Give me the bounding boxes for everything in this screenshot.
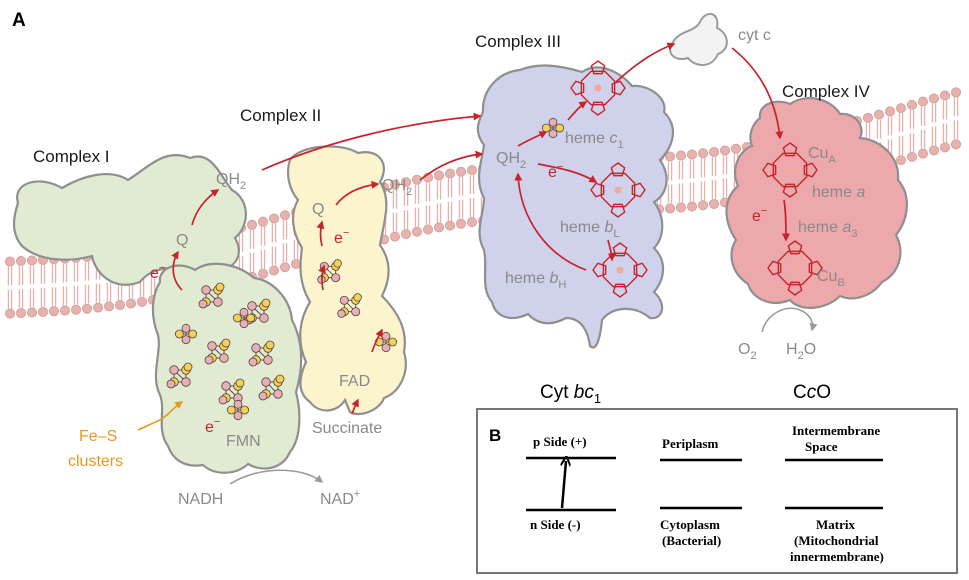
complex-i-label: Complex I <box>33 147 110 166</box>
arrow-fes-label <box>137 401 184 431</box>
arrow-qh2-ii-to-qh2-iii <box>419 150 484 181</box>
complex-iv <box>725 97 908 309</box>
arrow-qh2-to-complex-iii <box>261 112 482 171</box>
panel-b-box: B p Side (+) n Side (-) Periplasm Cytopl… <box>476 408 958 574</box>
electron-label-complex-iii: e− <box>548 161 563 181</box>
arrow-qh2-to-heme-bl <box>537 163 598 183</box>
fmn-label: FMN <box>226 433 261 450</box>
proton-direction-arrow <box>562 461 566 509</box>
panel-b-diagram: B p Side (+) n Side (-) Periplasm Cytopl… <box>489 423 884 564</box>
arrow-fes-to-heme-c1 <box>567 101 588 121</box>
complex-iv-label: Complex IV <box>782 82 871 101</box>
innermembrane-label: innermembrane) <box>790 549 884 564</box>
fes-label-line1: Fe–S <box>79 428 117 445</box>
heme-c1-label: heme c1 <box>565 130 624 151</box>
arrow-fad-to-cluster <box>371 328 383 353</box>
complex-iii <box>476 64 675 349</box>
succinate-label: Succinate <box>312 420 382 437</box>
p-side-label: p Side (+) <box>533 434 587 449</box>
arrow-q-to-qh2-complex-i <box>191 189 220 226</box>
fes-label-line2: clusters <box>68 453 123 470</box>
q-label-complex-ii: Q <box>312 201 324 218</box>
nad-label: NAD+ <box>320 488 360 508</box>
panel-a-letter: A <box>12 10 26 31</box>
arrow-qh2-to-fes <box>517 131 548 147</box>
cyt-bc1-label: Cyt bc1 <box>540 382 601 406</box>
h2o-label: H2O <box>786 341 816 362</box>
heme-bl-label: heme bL <box>560 219 620 240</box>
electron-label-complex-i: e− <box>150 262 165 282</box>
space-label: Space <box>805 439 838 454</box>
cub-label: CuB <box>817 268 845 289</box>
q-label-complex-i: Q <box>176 232 188 249</box>
qh2-label-complex-iii: QH2 <box>496 150 526 171</box>
qh2-label-complex-ii: QH2 <box>382 177 412 198</box>
bacterial-label: (Bacterial) <box>662 533 721 548</box>
arrow-clusters-up <box>318 264 326 291</box>
matrix-label: Matrix <box>816 517 855 532</box>
complex-iii-label: Complex III <box>475 32 561 51</box>
n-side-label: n Side (-) <box>530 517 581 532</box>
cua-label: CuA <box>808 145 836 166</box>
intermembrane-label: Intermembrane <box>792 423 880 438</box>
arrow-heme-a-to-a3 <box>781 199 790 242</box>
arrow-succinate-to-fad <box>351 398 359 415</box>
arrow-o2-to-h2o <box>761 307 818 333</box>
qh2-label-complex-i: QH2 <box>216 171 246 192</box>
periplasm-label: Periplasm <box>662 436 718 451</box>
arrow-cyt-c-to-cua <box>731 47 784 140</box>
arrow-e-to-q-complex-ii <box>316 220 325 247</box>
electron-label-fmn: e− <box>205 416 220 436</box>
electron-label-complex-iv: e− <box>752 205 767 225</box>
arrow-nadh-to-nad <box>229 469 324 485</box>
arrow-heme-c1-to-cyt-c <box>615 42 676 83</box>
electron-flow-arrows <box>171 42 790 415</box>
complex-ii <box>287 145 407 416</box>
fe-s-clusters <box>166 117 565 421</box>
heme-a-label: heme a <box>812 184 865 201</box>
reaction-arrows <box>229 307 818 485</box>
fad-label: FAD <box>339 373 370 390</box>
arrow-bh-to-qh2 <box>514 172 587 271</box>
cyt-c-label: cyt c <box>738 27 771 44</box>
heme-bh-label: heme bH <box>505 270 566 291</box>
electron-label-complex-ii: e− <box>334 227 349 247</box>
arrow-q-to-qh2-complex-ii <box>335 180 380 206</box>
mitochondrial-label: (Mitochondrial <box>794 533 879 548</box>
arrow-e-to-q-complex-i <box>171 250 183 291</box>
complex-i-membrane-domain <box>12 154 247 286</box>
heme-a3-label: heme a3 <box>798 219 858 240</box>
arrow-heme-bl-to-bh <box>607 239 616 262</box>
cco-label: CcO <box>793 382 831 403</box>
panel-b-letter: B <box>489 426 501 445</box>
o2-label: O2 <box>738 341 757 362</box>
cytochrome-c <box>669 12 728 66</box>
complex-ii-label: Complex II <box>240 106 321 125</box>
cytoplasm-label: Cytoplasm <box>660 517 720 532</box>
nadh-label: NADH <box>178 491 223 508</box>
hemes <box>570 60 823 298</box>
